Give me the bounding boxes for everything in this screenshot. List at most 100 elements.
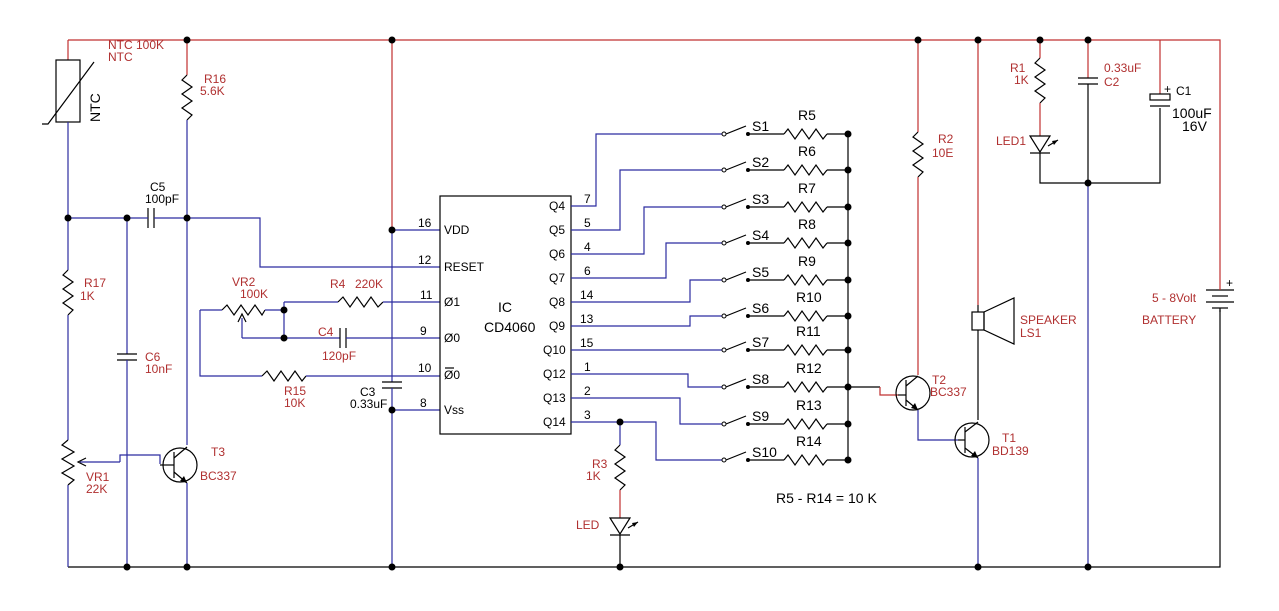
pin-name: Q6 — [549, 247, 565, 261]
c2-ref: 0.33uF — [1104, 61, 1141, 75]
r1-ref: R1 — [1010, 61, 1026, 75]
resistor-label: R10 — [796, 289, 822, 305]
led1-indicator — [1028, 108, 1161, 184]
t1-value: BD139 — [992, 444, 1029, 458]
resistor-label: R14 — [796, 433, 822, 449]
c3-ref: C3 — [360, 385, 376, 399]
ntc-body-label: NTC — [87, 93, 103, 122]
r4-value: 220K — [355, 277, 383, 291]
pin-number: 3 — [584, 408, 591, 422]
t2-ref: T2 — [932, 373, 946, 387]
r2-ref: R2 — [938, 132, 954, 146]
vr1-value: 22K — [86, 482, 107, 496]
switch-label: S10 — [752, 444, 777, 460]
capacitor-c1 — [1149, 40, 1171, 107]
c1-voltage: 16V — [1182, 118, 1208, 134]
pin-name: Vss — [444, 403, 464, 417]
potentiometer-vr2 — [199, 302, 285, 377]
r4-ref: R4 — [330, 277, 346, 291]
potentiometer-vr1 — [60, 439, 161, 567]
resistor-label: R6 — [798, 143, 816, 159]
ic-value: CD4060 — [484, 319, 536, 335]
ic-cd4060 — [439, 195, 572, 435]
ic-right-pins: Q4 7 Q5 5 Q6 4 Q7 6 Q8 14 Q9 13 Q10 15 Q… — [543, 192, 594, 429]
battery-plus: + — [1226, 276, 1233, 290]
led-indicator — [608, 517, 639, 567]
c4-ref: C4 — [318, 325, 334, 339]
resistor-r17 — [61, 218, 75, 440]
r3-value: 1K — [586, 469, 601, 483]
resistor-label: R12 — [796, 360, 822, 376]
ntc-value: NTC — [108, 50, 133, 64]
switch-label: S9 — [752, 408, 769, 424]
pin-name: Q5 — [549, 223, 565, 237]
resistor-label: R9 — [798, 253, 816, 269]
switch-row: S2 R6 — [721, 143, 848, 177]
r17-value: 1K — [80, 289, 95, 303]
output-traces — [571, 133, 722, 461]
pin-number: 12 — [418, 253, 432, 267]
r16-ref: R16 — [204, 72, 226, 86]
transistor-t3 — [160, 446, 198, 567]
r15-ref: R15 — [284, 384, 306, 398]
transistor-t1 — [954, 421, 990, 567]
switch-label: S2 — [752, 154, 769, 170]
pin-number: 13 — [580, 312, 594, 326]
speaker-ref: SPEAKER — [1020, 313, 1077, 327]
pin-name: Q7 — [549, 271, 565, 285]
c5-value: 100pF — [145, 192, 179, 206]
pin-number: 16 — [418, 216, 432, 230]
pin-number: 10 — [418, 361, 432, 375]
switch-row: S8 R12 — [721, 360, 848, 394]
resistor-r16 — [180, 40, 194, 445]
c3-value: 0.33uF — [350, 397, 387, 411]
resistor-label: R8 — [798, 216, 816, 232]
pin-name: Q4 — [549, 199, 565, 213]
resistor-r3 — [613, 422, 627, 518]
vr1-ref: VR1 — [86, 470, 110, 484]
capacitor-c5 — [140, 208, 188, 228]
pin-number: 7 — [584, 192, 591, 206]
switch-row: S6 R10 — [721, 289, 848, 323]
t1-ref: T1 — [1002, 431, 1016, 445]
r17-ref: R17 — [84, 276, 106, 290]
ground-rail — [68, 310, 1221, 568]
c4-value: 120pF — [322, 349, 356, 363]
c6-value: 10nF — [145, 362, 172, 376]
t3-value: BC337 — [200, 469, 237, 483]
switch-label: S7 — [752, 334, 769, 350]
switch-row: S10 R14 — [721, 433, 848, 467]
switch-row: S4 R8 — [721, 216, 848, 250]
resistor-r15 — [261, 369, 440, 383]
r1-value: 1K — [1014, 73, 1029, 87]
pin-name: Ø0 — [444, 331, 460, 345]
pin-number: 5 — [584, 216, 591, 230]
switch-label: S5 — [752, 264, 769, 280]
capacitor-c6 — [117, 218, 137, 567]
pin-name: RESET — [444, 260, 485, 274]
pin-number: 9 — [420, 324, 427, 338]
ntc-ref: NTC 100K — [108, 38, 164, 52]
switch-row: S9 R13 — [721, 397, 848, 431]
r3-ref: R3 — [592, 457, 608, 471]
led1-ref: LED1 — [996, 134, 1026, 148]
switch-row: S3 R7 — [721, 180, 848, 214]
resistor-r1 — [1033, 40, 1047, 136]
r16-value: 5.6K — [200, 84, 225, 98]
vr2-value: 100K — [240, 287, 268, 301]
c6-ref: C6 — [145, 350, 161, 364]
resistor-label: R13 — [796, 397, 822, 413]
pin-name: Q14 — [543, 415, 566, 429]
c1-value: 100uF — [1172, 105, 1212, 121]
pin-name: Ø0 — [444, 368, 460, 382]
r2-value: 10E — [932, 146, 953, 160]
switch-row: S1 R5 — [721, 107, 848, 141]
c5-ref: C5 — [150, 180, 166, 194]
t3-ref: T3 — [211, 445, 225, 459]
resistor-r2 — [911, 40, 925, 375]
positive-rail — [68, 39, 1221, 285]
pin-number: 4 — [584, 240, 591, 254]
pin-name: Q13 — [543, 391, 566, 405]
switch-resistor-bank: S1 R5 S2 R6 S3 R7 S4 R8 — [721, 107, 849, 467]
